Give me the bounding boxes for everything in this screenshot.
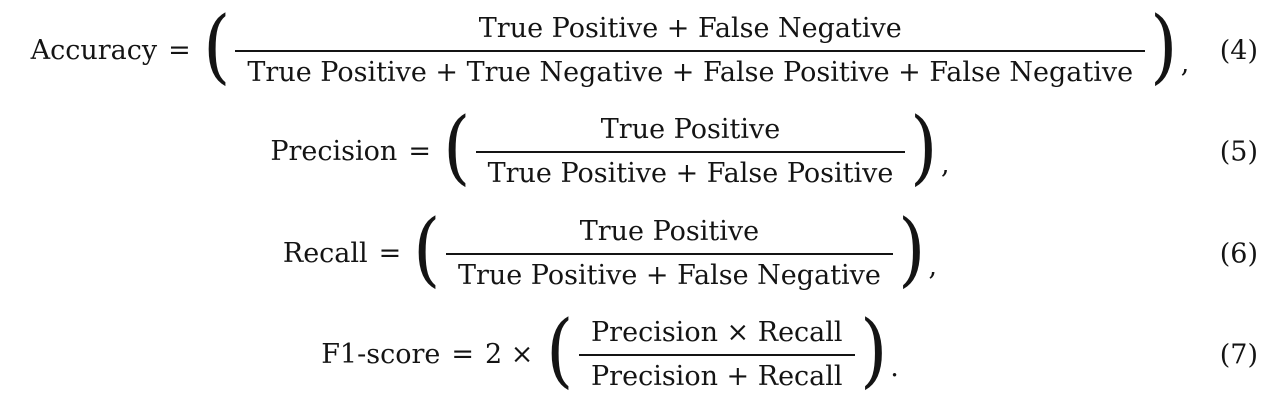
close-paren: ) (859, 302, 888, 397)
fraction-denominator: True Positive + False Negative (457, 259, 881, 291)
equals-sign: = (378, 237, 402, 269)
fraction: True Positive True Positive + False Nega… (445, 215, 893, 292)
equals-sign: = (408, 136, 431, 168)
equation-recall: Recall = ( True Positive True Positive +… (282, 200, 938, 297)
fraction-bar (579, 354, 855, 357)
fraction-denominator: True Positive + False Positive (487, 158, 894, 190)
fraction: True Positive + False Negative True Posi… (235, 12, 1146, 89)
equation-accuracy: Accuracy = ( True Positive + False Negat… (30, 0, 1190, 94)
open-paren: ( (443, 99, 471, 194)
equation-label: Accuracy (30, 34, 158, 66)
trailing-punctuation: , (1180, 47, 1190, 79)
equation-precision: Precision = ( True Positive True Positiv… (270, 99, 950, 195)
open-paren: ( (202, 0, 231, 93)
fraction-bar (445, 252, 893, 255)
equation-label: Precision (270, 136, 398, 168)
equals-sign: = (451, 339, 474, 371)
trailing-punctuation: . (890, 352, 899, 384)
close-paren: ) (1150, 0, 1178, 93)
open-paren: ( (413, 200, 441, 296)
trailing-punctuation: , (928, 250, 938, 282)
fraction-denominator: Precision + Recall (591, 361, 843, 393)
fraction-numerator: True Positive (579, 215, 760, 247)
close-paren: ) (898, 200, 926, 296)
equation-row-f1-score: F1-score = 2 × ( Precision × Recall Prec… (0, 305, 1280, 406)
equation-number: (5) (1219, 136, 1258, 168)
fraction-numerator: True Positive + False Negative (478, 12, 902, 44)
fraction-numerator: Precision × Recall (591, 317, 843, 349)
fraction-bar (475, 151, 906, 154)
open-paren: ( (546, 302, 574, 397)
fraction: Precision × Recall Precision + Recall (579, 317, 855, 393)
fraction: True Positive True Positive + False Posi… (475, 114, 906, 190)
fraction-numerator: True Positive (600, 114, 781, 146)
equation-prefix: 2 × (484, 339, 534, 371)
fraction-denominator: True Positive + True Negative + False Po… (247, 56, 1134, 88)
equation-number: (4) (1219, 35, 1258, 67)
equation-row-recall: Recall = ( True Positive True Positive +… (0, 203, 1280, 305)
equation-label: F1-score (321, 339, 441, 371)
close-paren: ) (910, 99, 938, 194)
equation-f1-score: F1-score = 2 × ( Precision × Recall Prec… (321, 302, 899, 398)
fraction-bar (235, 49, 1146, 52)
equals-sign: = (168, 34, 191, 66)
equation-number: (6) (1219, 238, 1258, 270)
equation-number: (7) (1219, 339, 1258, 371)
trailing-punctuation: , (941, 149, 950, 181)
equation-label: Recall (282, 237, 368, 269)
equation-row-precision: Precision = ( True Positive True Positiv… (0, 102, 1280, 204)
equation-row-accuracy: Accuracy = ( True Positive + False Negat… (0, 0, 1280, 102)
